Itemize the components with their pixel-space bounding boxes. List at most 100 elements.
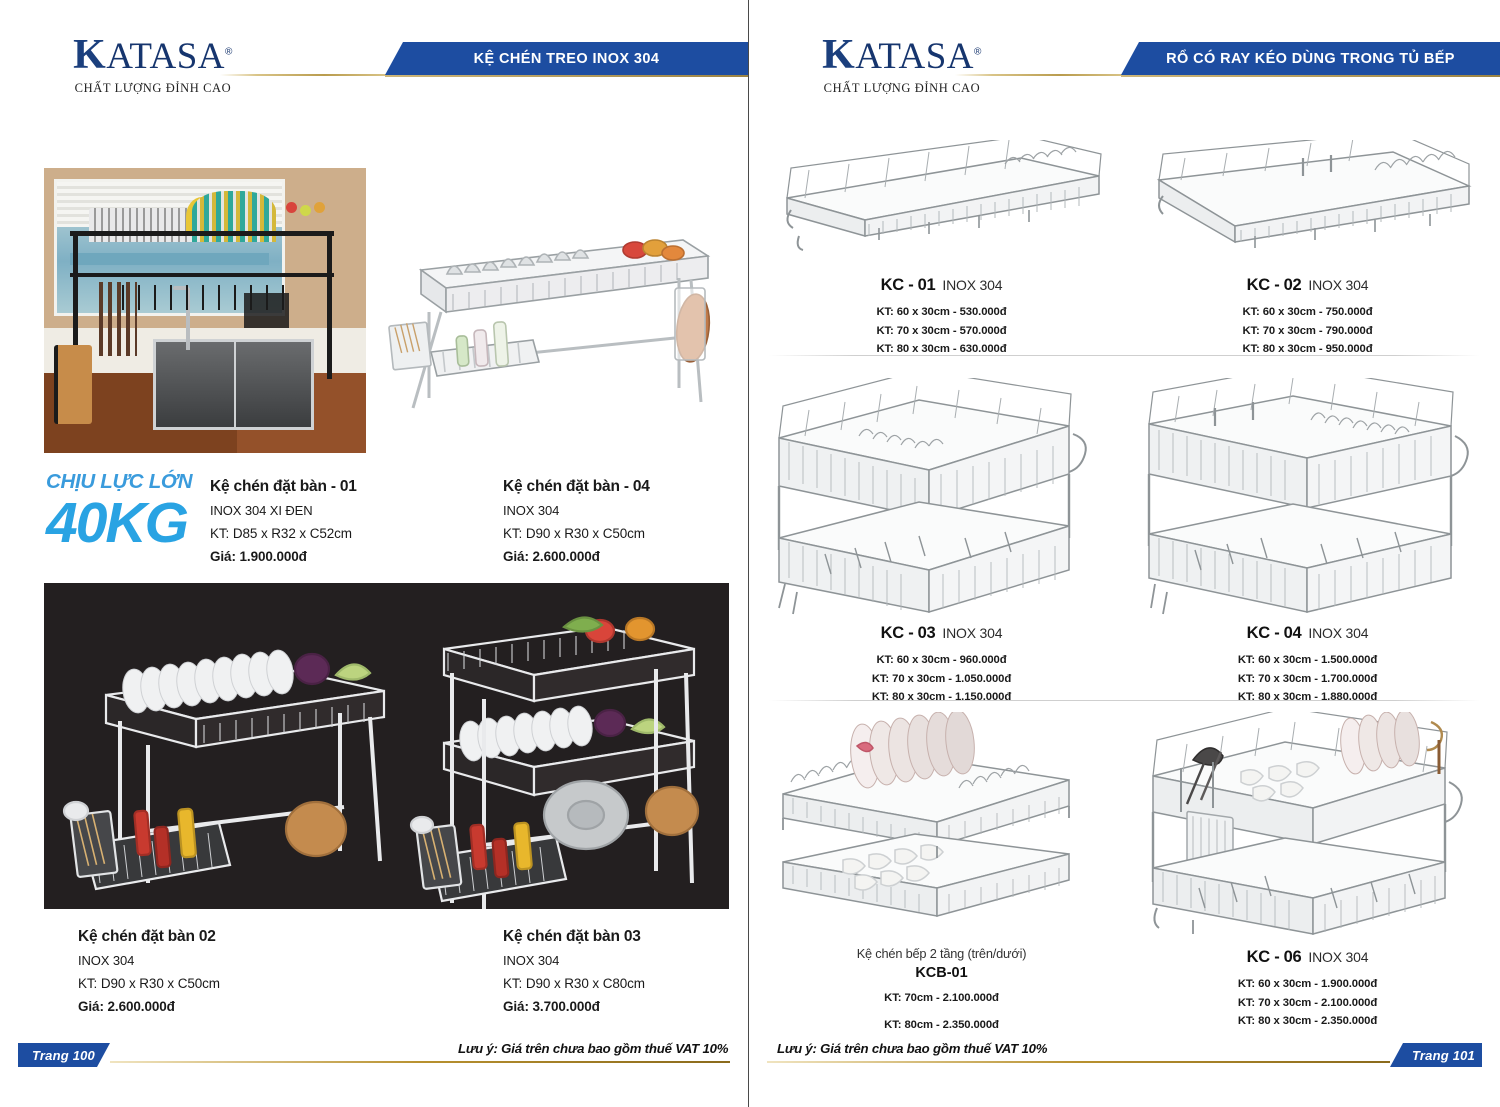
- product-material: INOX 304: [78, 953, 135, 968]
- registered-trademark-icon: ®: [974, 46, 982, 58]
- product-price: Giá: 2.600.000đ: [78, 999, 175, 1014]
- kc-03-illustration: [777, 378, 1087, 615]
- rack-side-basket: [243, 293, 289, 328]
- product-price: Giá: 1.900.000đ: [210, 549, 307, 564]
- registered-trademark-icon: ®: [225, 46, 233, 58]
- page-number-label: Trang 101: [1412, 1047, 1475, 1063]
- spec-line: KT: 70cm - 2.100.000đ: [884, 992, 999, 1004]
- left-page-header: KATASA® CHẤT LƯỢNG ĐỈNH CAO KỆ CHÉN TREO…: [0, 0, 748, 112]
- right-banner-underline: [1121, 75, 1500, 77]
- product-image-kc-01: [769, 140, 1114, 270]
- spec-line: KT: 70 x 30cm - 2.100.000đ: [1237, 996, 1378, 1009]
- section-separator-2: [769, 700, 1480, 701]
- product-code: KC - 02: [1246, 276, 1302, 294]
- product-code: KC - 06: [1246, 948, 1302, 966]
- product-price: Giá: 3.700.000đ: [503, 999, 600, 1014]
- page-number-label: Trang 100: [32, 1047, 95, 1063]
- product-price: Giá: 2.600.000đ: [503, 549, 600, 564]
- spec-line: KT: 70 x 30cm - 1.050.000đ: [871, 672, 1012, 685]
- spec-line: KT: 60 x 30cm - 750.000đ: [1242, 306, 1373, 318]
- spec-line: KT: 80 x 30cm - 1.880.000đ: [1237, 691, 1378, 704]
- product-title: Kệ chén đặt bàn 03: [503, 928, 641, 945]
- left-banner-title: KỆ CHÉN TREO INOX 304: [473, 50, 660, 67]
- rack-knife-holder: [98, 282, 138, 357]
- product-material: INOX 304: [942, 625, 1003, 641]
- product-dimensions: KT: D90 x R30 x C50cm: [78, 976, 220, 991]
- vat-note: Lưu ý: Giá trên chưa bao gồm thuế VAT 10…: [777, 1041, 1048, 1056]
- product-image-kc-06: [1135, 712, 1480, 942]
- right-page-footer: Trang 101 Lưu ý: Giá trên chưa bao gồm t…: [749, 1039, 1500, 1069]
- spec-line: KT: 80 x 30cm - 2.350.000đ: [1237, 1015, 1378, 1028]
- product-material: INOX 304: [1308, 277, 1369, 293]
- product-material: INOX 304: [503, 503, 560, 518]
- rack-top-bar: [69, 230, 334, 236]
- product-material: INOX 304: [1308, 625, 1369, 641]
- product-dimensions: KT: D90 x R30 x C50cm: [503, 526, 645, 541]
- product-specs-kcb-01: KT: 70cm - 2.100.000đ KT: 80cm - 2.350.0…: [769, 989, 1114, 1034]
- product-card-kc-03: KC - 03 INOX 304 KT: 60 x 30cm - 960.000đ…: [769, 378, 1114, 707]
- vat-note: Lưu ý: Giá trên chưa bao gồm thuế VAT 10…: [458, 1041, 729, 1056]
- product-dimensions: KT: D85 x R32 x C52cm: [210, 526, 352, 541]
- page-number-tab: Trang 101: [1390, 1043, 1482, 1067]
- footer-gold-rule: [110, 1061, 730, 1063]
- product-specs-kc-04: KT: 60 x 30cm - 1.500.000đ KT: 70 x 30cm…: [1135, 651, 1480, 707]
- badge-value: 40KG: [46, 491, 189, 555]
- rack-mid-bar: [69, 273, 334, 278]
- product-specs-kc-06: KT: 60 x 30cm - 1.900.000đ KT: 70 x 30cm…: [1135, 975, 1480, 1031]
- product-code: KC - 03: [880, 624, 936, 642]
- page-gutter-divider: [748, 0, 749, 1107]
- product-material: INOX 304: [503, 953, 560, 968]
- logo-letters-rest: ATASA: [855, 36, 975, 77]
- katasa-logo: KATASA® CHẤT LƯỢNG ĐỈNH CAO: [58, 34, 248, 96]
- product-photo-racks-02-03: [44, 583, 729, 909]
- logo-wordmark: KATASA®: [58, 34, 248, 76]
- spec-line: KT: 80cm - 2.350.000đ: [884, 1018, 999, 1031]
- rack-leg-left: [72, 230, 78, 396]
- fruit-orange: [313, 202, 325, 214]
- kc-02-illustration: [1156, 140, 1472, 248]
- kc-01-illustration: [786, 140, 1102, 251]
- spec-line: KT: 70 x 30cm - 570.000đ: [876, 324, 1007, 337]
- left-page: KATASA® CHẤT LƯỢNG ĐỈNH CAO KỆ CHÉN TREO…: [0, 0, 748, 1107]
- right-page-header: KATASA® CHẤT LƯỢNG ĐỈNH CAO RỔ CÓ RAY KÉ…: [749, 0, 1500, 112]
- product-title: Kệ chén đặt bàn - 01: [210, 478, 357, 495]
- product-code: KCB-01: [915, 965, 968, 981]
- product-dimensions: KT: D90 x R30 x C80cm: [503, 976, 645, 991]
- logo-letter-k: K: [822, 32, 856, 78]
- product-photo-kitchen-scene: [44, 168, 366, 453]
- fruit-pear: [299, 205, 311, 217]
- load-capacity-badge: CHỊU LỰC LỚN 40KG: [46, 470, 196, 555]
- kc-04-illustration: [1147, 378, 1469, 615]
- header-gold-rule-left: [220, 74, 388, 76]
- spec-line: KT: 80 x 30cm - 630.000đ: [876, 343, 1007, 356]
- product-card-kc-02: KC - 02 INOX 304 KT: 60 x 30cm - 750.000đ…: [1135, 140, 1480, 359]
- spec-line: KT: 60 x 30cm - 1.900.000đ: [1237, 978, 1378, 990]
- spec-line: KT: 70 x 30cm - 790.000đ: [1242, 324, 1373, 337]
- product-image-kc-02: [1135, 140, 1480, 270]
- badge-label: CHỊU LỰC LỚN: [46, 470, 193, 493]
- left-page-banner: KỆ CHÉN TREO INOX 304: [385, 42, 748, 75]
- product-material: INOX 304: [1308, 949, 1369, 965]
- product-caption-03: Kệ chén đặt bàn 03 INOX 304 KT: D90 x R3…: [503, 928, 783, 1014]
- product-title: Kệ chén đặt bàn 02: [78, 928, 216, 945]
- right-page: KATASA® CHẤT LƯỢNG ĐỈNH CAO RỔ CÓ RAY KÉ…: [749, 0, 1500, 1107]
- katasa-logo: KATASA® CHẤT LƯỢNG ĐỈNH CAO: [807, 34, 997, 96]
- spec-line: KT: 60 x 30cm - 960.000đ: [876, 654, 1007, 666]
- footer-gold-rule: [767, 1061, 1390, 1063]
- product-subtitle: Kệ chén bếp 2 tầng (trên/dưới): [856, 946, 1027, 961]
- product-card-kcb-01: Kệ chén bếp 2 tầng (trên/dưới) KCB-01 KT…: [769, 712, 1114, 1034]
- sink-divider: [233, 342, 236, 428]
- spec-spacer: [769, 1008, 1114, 1016]
- product-image-kc-04: [1135, 378, 1480, 618]
- right-page-banner: RỔ CÓ RAY KÉO DÙNG TRONG TỦ BẾP: [1121, 42, 1500, 75]
- logo-tagline: CHẤT LƯỢNG ĐỈNH CAO: [823, 81, 981, 95]
- spec-line: KT: 70 x 30cm - 1.700.000đ: [1237, 672, 1378, 685]
- product-name-kc-06: KC - 06 INOX 304: [1135, 948, 1480, 967]
- kitchen-sink: [153, 339, 315, 431]
- right-banner-title: RỔ CÓ RAY KÉO DÙNG TRONG TỦ BẾP: [1166, 50, 1455, 67]
